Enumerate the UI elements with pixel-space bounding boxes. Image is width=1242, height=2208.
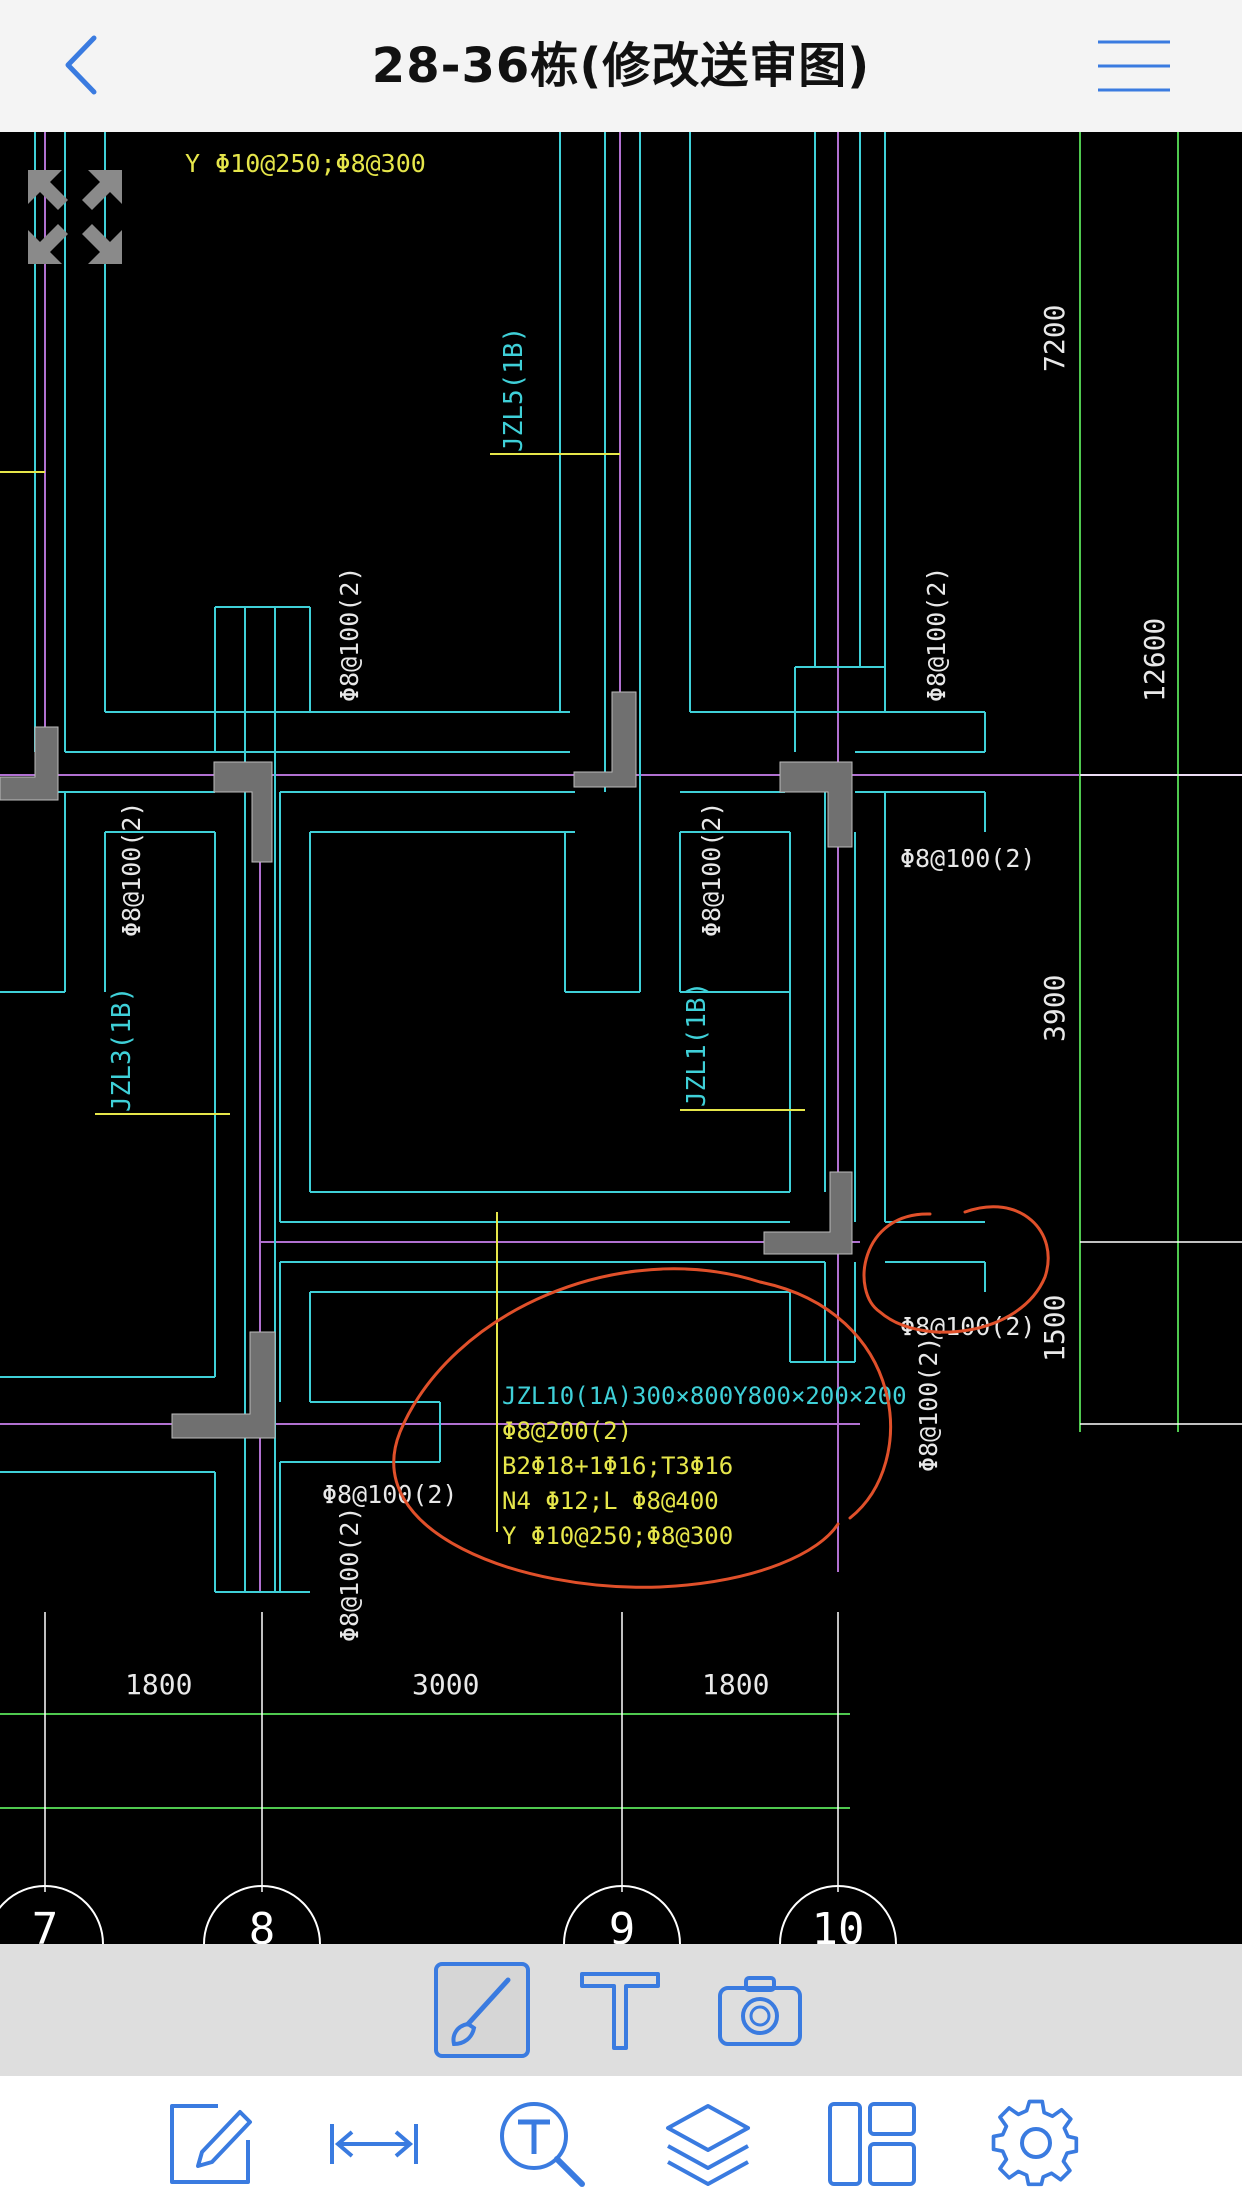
measure-icon	[330, 2124, 418, 2164]
markup-toolbar	[0, 1944, 1242, 2076]
text-search-button[interactable]	[494, 2096, 590, 2192]
text-tool-button[interactable]	[572, 1962, 668, 2058]
edit-button[interactable]	[162, 2096, 258, 2192]
hamburger-menu-icon	[1098, 40, 1170, 92]
beam-label-jzl5: JZL5(1B)	[499, 327, 529, 452]
stirrup-label: Φ8@100(2)	[697, 802, 726, 937]
text-icon	[580, 1972, 660, 2050]
settings-button[interactable]	[988, 2096, 1084, 2192]
gear-icon	[991, 2099, 1079, 2187]
callout-line-3: B2Φ18+1Φ16;T3Φ16	[502, 1452, 733, 1480]
stirrup-label: Φ8@100(2)	[922, 567, 951, 702]
dimension-bottom-2: 3000	[412, 1668, 479, 1701]
markup-ellipse-small	[862, 1205, 1050, 1334]
text-search-icon	[500, 2102, 585, 2187]
stirrup-label: Φ8@100(2)	[900, 844, 1035, 873]
stirrup-label: Φ8@100(2)	[914, 1337, 943, 1472]
stirrup-label: Φ8@100(2)	[117, 802, 146, 937]
callout-line-1: JZL10(1A)300×800Y800×200×200	[502, 1382, 907, 1410]
camera-tool-button[interactable]	[712, 1962, 808, 2058]
expand-arrows-icon	[28, 170, 122, 264]
chevron-left-icon	[65, 35, 97, 95]
cad-drawing-canvas[interactable]: 7200 12600 3900 1500 1800 3000 1800 7 8 …	[0, 132, 1242, 1944]
layers-button[interactable]	[660, 2096, 756, 2192]
menu-button[interactable]	[1094, 36, 1174, 96]
axis-label-10: 10	[812, 1904, 865, 1944]
dimension-right-3: 3900	[1038, 975, 1071, 1042]
axis-label-8: 8	[249, 1904, 276, 1944]
axis-label-7: 7	[32, 1904, 59, 1944]
axis-label-9: 9	[609, 1904, 636, 1944]
beam-label-jzl3: JZL3(1B)	[107, 987, 137, 1112]
beam-label-jzl1: JZL1(1B)	[682, 982, 712, 1107]
camera-icon	[718, 1976, 802, 2046]
fullscreen-toggle-button[interactable]	[20, 162, 130, 272]
page-title: 28-36栋(修改送审图)	[371, 38, 871, 94]
callout-line-4: N4 Φ12;L Φ8@400	[502, 1487, 719, 1515]
stirrup-label: Φ8@100(2)	[322, 1480, 457, 1509]
main-toolbar	[0, 2076, 1242, 2208]
stirrup-label: Φ8@100(2)	[335, 567, 364, 702]
top-partial-label: Y Φ10@250;Φ8@300	[185, 149, 426, 178]
stirrup-label: Φ8@100(2)	[335, 1507, 364, 1642]
pen-icon	[451, 1977, 511, 2047]
measure-button[interactable]	[326, 2096, 422, 2192]
dimension-right-4: 1500	[1038, 1295, 1071, 1362]
navigation-bar: 28-36栋(修改送审图)	[0, 0, 1242, 133]
markup-ellipse-large	[392, 1267, 892, 1589]
layout-icon	[828, 2102, 916, 2186]
callout-line-5: Y Φ10@250;Φ8@300	[502, 1522, 733, 1550]
dimension-right-1: 7200	[1038, 305, 1071, 372]
callout-line-2: Φ8@200(2)	[502, 1417, 632, 1445]
layout-button[interactable]	[824, 2096, 920, 2192]
edit-icon	[170, 2104, 252, 2184]
dimension-bottom-3: 1800	[702, 1668, 769, 1701]
back-button[interactable]	[50, 30, 120, 100]
layers-icon	[666, 2104, 750, 2186]
stirrup-label: Φ8@100(2)	[900, 1312, 1035, 1341]
dimension-right-2: 12600	[1138, 618, 1171, 702]
pen-tool-button[interactable]	[434, 1962, 530, 2058]
cad-drawing: 7200 12600 3900 1500 1800 3000 1800 7 8 …	[0, 132, 1242, 1944]
dimension-bottom-1: 1800	[125, 1668, 192, 1701]
